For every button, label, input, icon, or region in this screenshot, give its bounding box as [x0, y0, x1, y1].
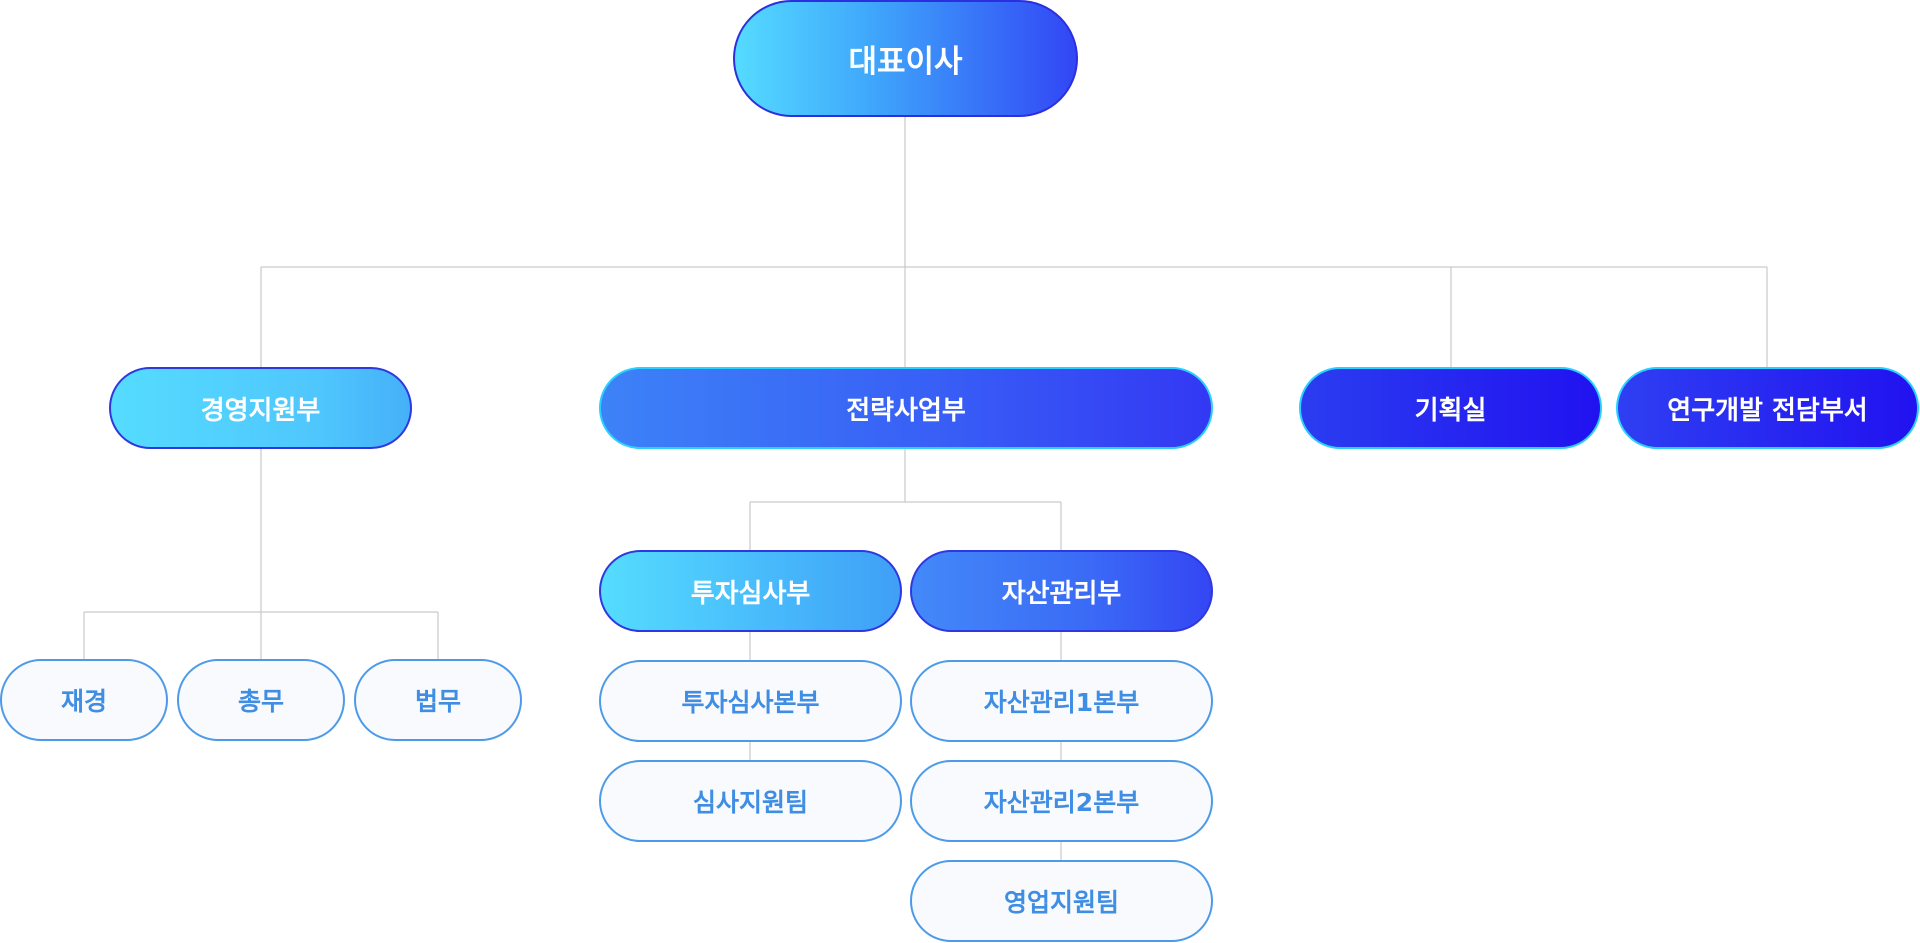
investment-review-label: 투자심사부: [690, 578, 811, 609]
ceo-label: 대표이사: [848, 44, 963, 80]
asset-management-label: 자산관리부: [1001, 578, 1122, 609]
planning-office-label: 기획실: [1414, 395, 1487, 426]
rnd-department-node[interactable]: 연구개발 전담부서: [1616, 367, 1919, 449]
sales-support-team-node[interactable]: 영업지원팀: [910, 860, 1213, 942]
rnd-department-label: 연구개발 전담부서: [1667, 395, 1868, 426]
asset-management-hq1-node[interactable]: 자산관리1본부: [910, 660, 1213, 742]
finance-team-node[interactable]: 재경: [0, 659, 168, 741]
asset-management-node[interactable]: 자산관리부: [910, 550, 1213, 632]
planning-office-node[interactable]: 기획실: [1299, 367, 1602, 449]
investment-review-hq-node[interactable]: 투자심사본부: [599, 660, 902, 742]
review-support-team-label: 심사지원팀: [692, 788, 808, 817]
asset-management-hq2-node[interactable]: 자산관리2본부: [910, 760, 1213, 842]
finance-team-label: 재경: [60, 687, 107, 716]
general-affairs-team-node[interactable]: 총무: [177, 659, 345, 741]
strategy-business-label: 전략사업부: [846, 395, 966, 426]
investment-review-node[interactable]: 투자심사부: [599, 550, 902, 632]
management-support-label: 경영지원부: [200, 395, 321, 426]
asset-management-hq2-label: 자산관리2본부: [983, 788, 1140, 817]
strategy-business-node[interactable]: 전략사업부: [599, 367, 1213, 449]
asset-management-hq1-label: 자산관리1본부: [983, 688, 1140, 717]
management-support-node[interactable]: 경영지원부: [109, 367, 412, 449]
review-support-team-node[interactable]: 심사지원팀: [599, 760, 902, 842]
legal-team-label: 법무: [414, 687, 461, 716]
ceo-node[interactable]: 대표이사: [733, 0, 1078, 117]
legal-team-node[interactable]: 법무: [354, 659, 522, 741]
general-affairs-team-label: 총무: [237, 687, 284, 716]
sales-support-team-label: 영업지원팀: [1003, 888, 1119, 917]
investment-review-hq-label: 투자심사본부: [681, 688, 820, 717]
